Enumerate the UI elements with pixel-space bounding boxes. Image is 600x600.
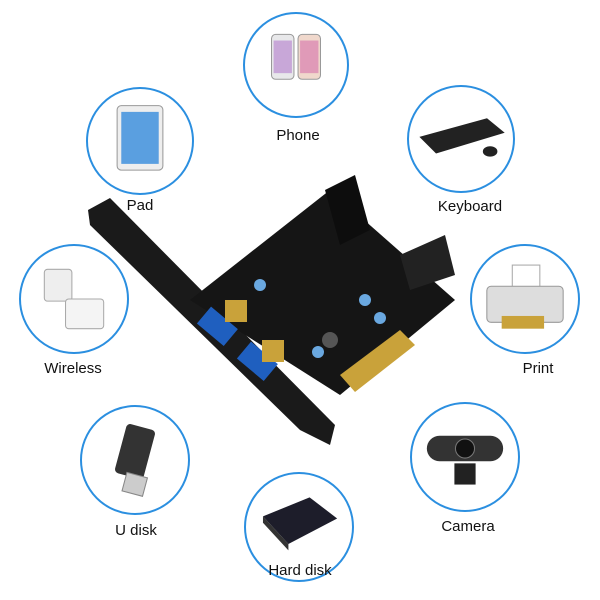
device-label-phone: Phone bbox=[276, 127, 320, 144]
device-label-pad: Pad bbox=[126, 197, 154, 214]
wifi-adapter-icon bbox=[43, 268, 105, 330]
device-circle-phone bbox=[243, 12, 349, 118]
phone-icon bbox=[271, 33, 321, 80]
usb-drive-icon bbox=[115, 424, 155, 497]
device-circle-print bbox=[470, 244, 580, 354]
device-circle-u-disk bbox=[80, 405, 190, 515]
hard-disk-icon bbox=[262, 497, 338, 551]
device-circle-hard-disk bbox=[244, 472, 354, 582]
device-label-u-disk: U disk bbox=[115, 522, 157, 539]
webcam-icon bbox=[426, 435, 504, 485]
tablet-icon bbox=[116, 105, 164, 171]
device-label-wireless: Wireless bbox=[44, 360, 102, 377]
printer-icon bbox=[486, 264, 564, 329]
device-label-camera: Camera bbox=[441, 518, 495, 535]
device-circle-camera bbox=[410, 402, 520, 512]
device-label-hard-disk: Hard disk bbox=[268, 562, 332, 579]
device-circle-pad bbox=[86, 87, 194, 195]
device-label-print: Print bbox=[522, 360, 554, 377]
keyboard-icon bbox=[419, 118, 505, 157]
device-circle-wireless bbox=[19, 244, 129, 354]
device-circle-keyboard bbox=[407, 85, 515, 193]
device-label-keyboard: Keyboard bbox=[437, 198, 503, 215]
